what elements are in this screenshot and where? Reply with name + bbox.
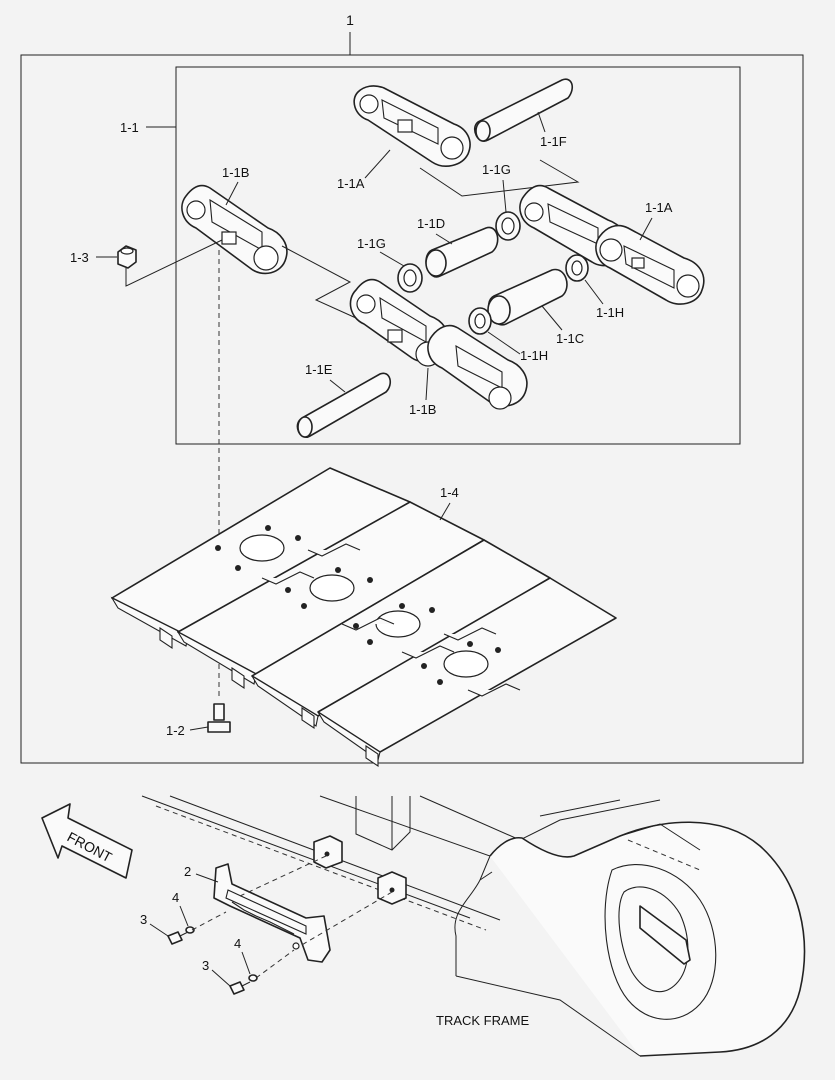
outer-frame: [20, 54, 804, 764]
label-1-1: 1-1: [120, 120, 139, 135]
label-1-1d: 1-1D: [417, 216, 445, 231]
link-1-1b-lower: [349, 278, 528, 410]
track-frame: [141, 795, 806, 1057]
label-1-2: 1-2: [166, 723, 185, 738]
label-1-4: 1-4: [440, 485, 459, 500]
label-3-bottom: 3: [202, 958, 209, 973]
label-1-1h-left: 1-1H: [520, 348, 548, 363]
label-1-1c: 1-1C: [556, 331, 584, 346]
pin-1-1f: [473, 78, 574, 142]
label-track-frame: TRACK FRAME: [436, 1013, 530, 1028]
label-2: 2: [184, 864, 191, 879]
label-1-3: 1-3: [70, 250, 89, 265]
link-1-1b-left: [181, 184, 288, 275]
label-1-1g-top: 1-1G: [482, 162, 511, 177]
seal-1-1g-top: [495, 211, 521, 241]
label-4-top: 4: [172, 890, 179, 905]
label-1-1b-top: 1-1B: [222, 165, 249, 180]
label-1-1g-left: 1-1G: [357, 236, 386, 251]
bushing-1-1c: [487, 268, 568, 326]
label-4-bottom: 4: [234, 936, 241, 951]
label-1-1e: 1-1E: [305, 362, 333, 377]
label-1-1h-right: 1-1H: [596, 305, 624, 320]
label-1-1f: 1-1F: [540, 134, 567, 149]
label-3-top: 3: [140, 912, 147, 927]
label-1: 1: [346, 12, 354, 28]
track-shoes-1-4: [110, 467, 617, 768]
bolt-1-2: [207, 703, 231, 733]
bolt-washer-set-1: [167, 926, 195, 945]
bushing-1-1d: [425, 226, 499, 278]
label-1-1a-top: 1-1A: [337, 176, 365, 191]
pin-1-1e: [296, 372, 392, 438]
guard-2: [213, 863, 331, 963]
label-1-1a-right: 1-1A: [645, 200, 673, 215]
link-1-1a-right: [519, 184, 705, 305]
label-1-1b-lower: 1-1B: [409, 402, 436, 417]
bolt-washer-set-2: [229, 974, 258, 995]
nut-1-3: [117, 245, 137, 269]
front-arrow-icon: FRONT: [41, 803, 133, 879]
seal-1-1h-left: [468, 307, 492, 335]
inner-frame: [175, 66, 741, 445]
seal-1-1h-right: [565, 254, 589, 282]
link-1-1a-top: [353, 85, 471, 167]
seal-1-1g-left: [397, 263, 423, 293]
